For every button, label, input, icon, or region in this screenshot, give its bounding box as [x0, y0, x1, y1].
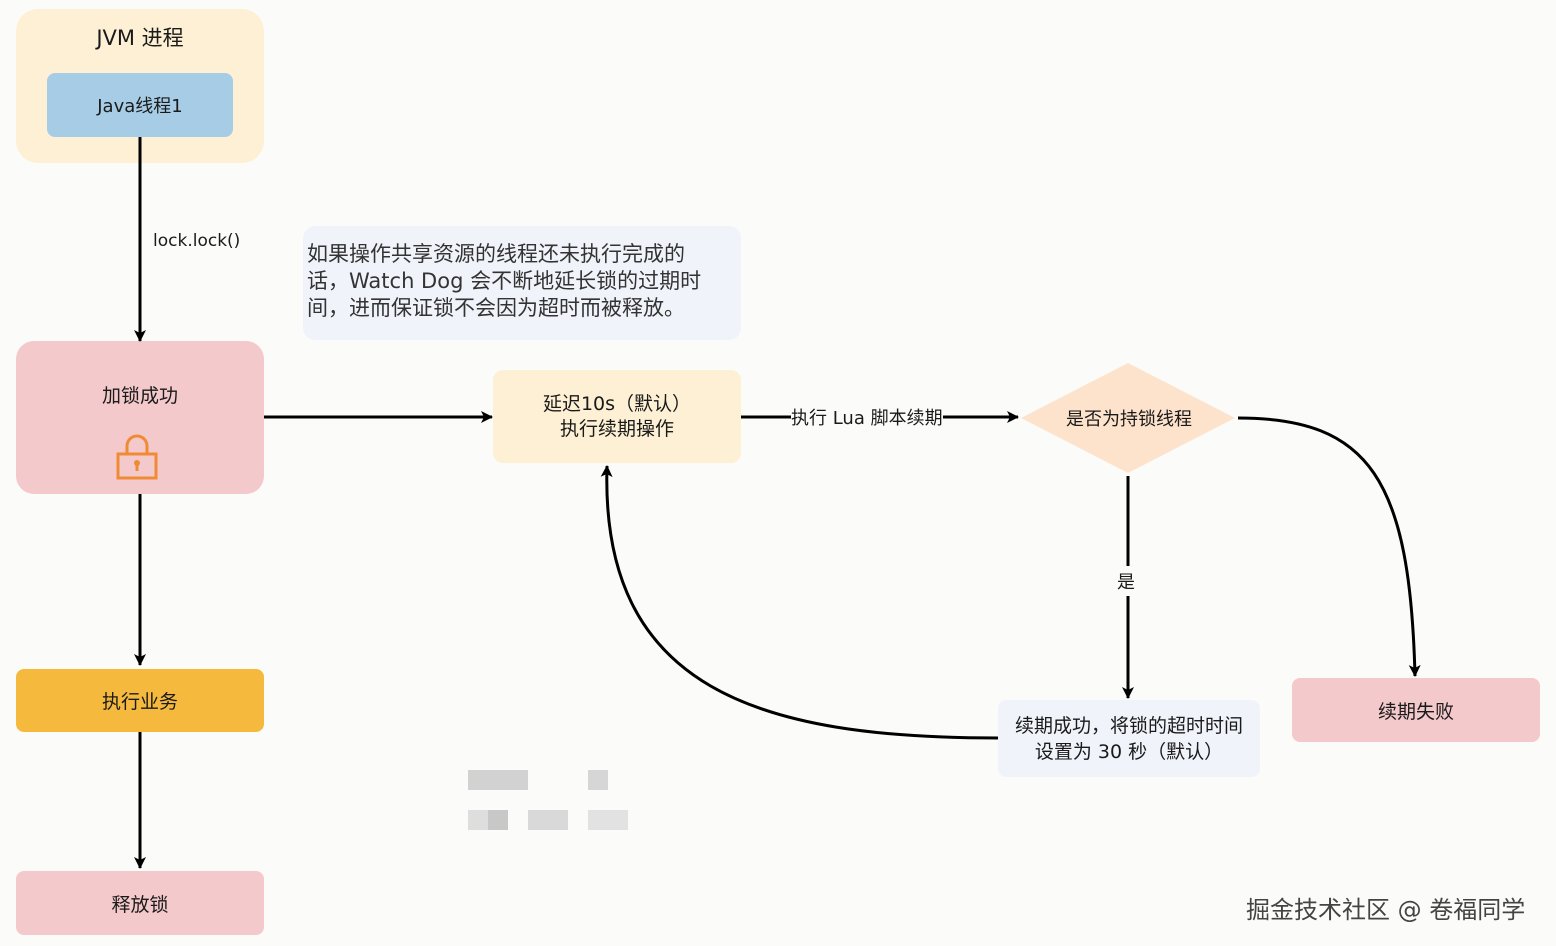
do-business-node: 执行业务	[16, 669, 264, 732]
java-thread-node: Java线程1	[47, 73, 233, 137]
watermark: 掘金技术社区 @ 卷福同学	[1246, 896, 1526, 924]
delay-renew-node: 延迟10s（默认） 执行续期操作	[493, 370, 741, 463]
delay-line-1: 延迟10s（默认）	[542, 392, 692, 415]
note-line-1: 如果操作共享资源的线程还未执行完成的	[307, 242, 685, 266]
renew-ok-line-1: 续期成功，将锁的超时时间	[1014, 714, 1243, 737]
edge-renew-ok-to-delay	[600, 465, 999, 740]
jvm-process-title: JVM 进程	[96, 26, 184, 50]
edge-label-lock-call: lock.lock()	[153, 231, 241, 251]
blurred-mosaic-watermark	[468, 770, 628, 830]
delay-line-2: 执行续期操作	[559, 417, 674, 440]
edge-decision-to-renew-fail	[1237, 416, 1421, 677]
renew-ok-line-2: 设置为 30 秒（默认）	[1034, 740, 1224, 763]
renew-success-node: 续期成功，将锁的超时时间 设置为 30 秒（默认）	[998, 700, 1260, 777]
edge-label-yes: 是	[1117, 566, 1135, 596]
watchdog-note: 如果操作共享资源的线程还未执行完成的 话，Watch Dog 会不断地延长锁的过…	[303, 226, 741, 340]
note-line-2: 话，Watch Dog 会不断地延长锁的过期时	[307, 269, 702, 293]
edge-label-lua-renew: 执行 Lua 脚本续期	[791, 404, 943, 430]
lock-success-node: 加锁成功	[16, 341, 264, 494]
note-line-3: 间，进而保证锁不会因为超时而被释放。	[307, 296, 685, 320]
decision-label: 是否为持锁线程	[1066, 409, 1192, 430]
decision-diamond	[1021, 363, 1235, 473]
release-lock-node: 释放锁	[16, 871, 264, 935]
lock-icon	[116, 434, 158, 480]
renew-fail-node: 续期失败	[1292, 678, 1540, 742]
